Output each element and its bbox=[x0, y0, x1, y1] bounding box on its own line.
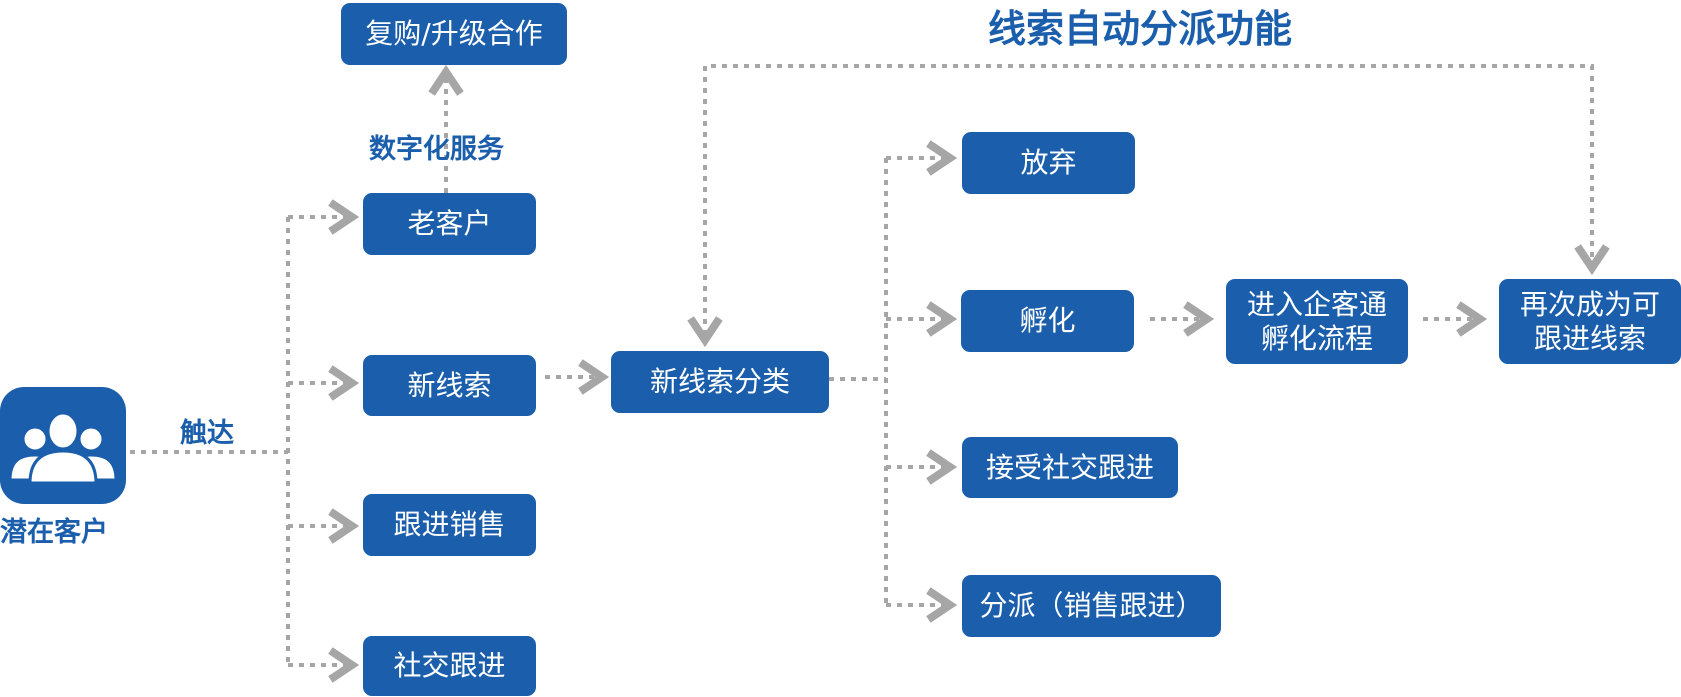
digital-service-label: 数字化服务 bbox=[369, 134, 504, 165]
new-lead-node: 新线索 bbox=[363, 355, 536, 416]
repurchase-node: 复购/升级合作 bbox=[341, 3, 567, 65]
incubate-flow-line2: 孵化流程 bbox=[1260, 321, 1373, 355]
abandon-node: 放弃 bbox=[962, 132, 1135, 194]
potential-customer-label: 潜在客户 bbox=[0, 517, 108, 548]
customer-group-icon bbox=[0, 387, 126, 504]
incubate-flow-node: 进入企客通 孵化流程 bbox=[1226, 279, 1408, 364]
touch-label: 触达 bbox=[180, 418, 234, 449]
follow-sales-node: 跟进销售 bbox=[363, 494, 536, 556]
become-lead-line1: 再次成为可 bbox=[1519, 287, 1660, 321]
old-customer-node: 老客户 bbox=[363, 193, 536, 255]
incubate-flow-line1: 进入企客通 bbox=[1246, 287, 1387, 321]
diagram-title: 线索自动分派功能 bbox=[988, 7, 1293, 51]
lead-classify-node: 新线索分类 bbox=[611, 351, 829, 413]
dispatch-node: 分派（销售跟进） bbox=[962, 575, 1221, 637]
become-lead-line2: 跟进线索 bbox=[1533, 321, 1646, 355]
accept-social-node: 接受社交跟进 bbox=[962, 437, 1178, 498]
incubate-node: 孵化 bbox=[961, 290, 1134, 352]
connector-loop bbox=[687, 64, 1610, 348]
social-follow-node: 社交跟进 bbox=[363, 636, 536, 696]
become-lead-node: 再次成为可 跟进线索 bbox=[1499, 279, 1681, 364]
